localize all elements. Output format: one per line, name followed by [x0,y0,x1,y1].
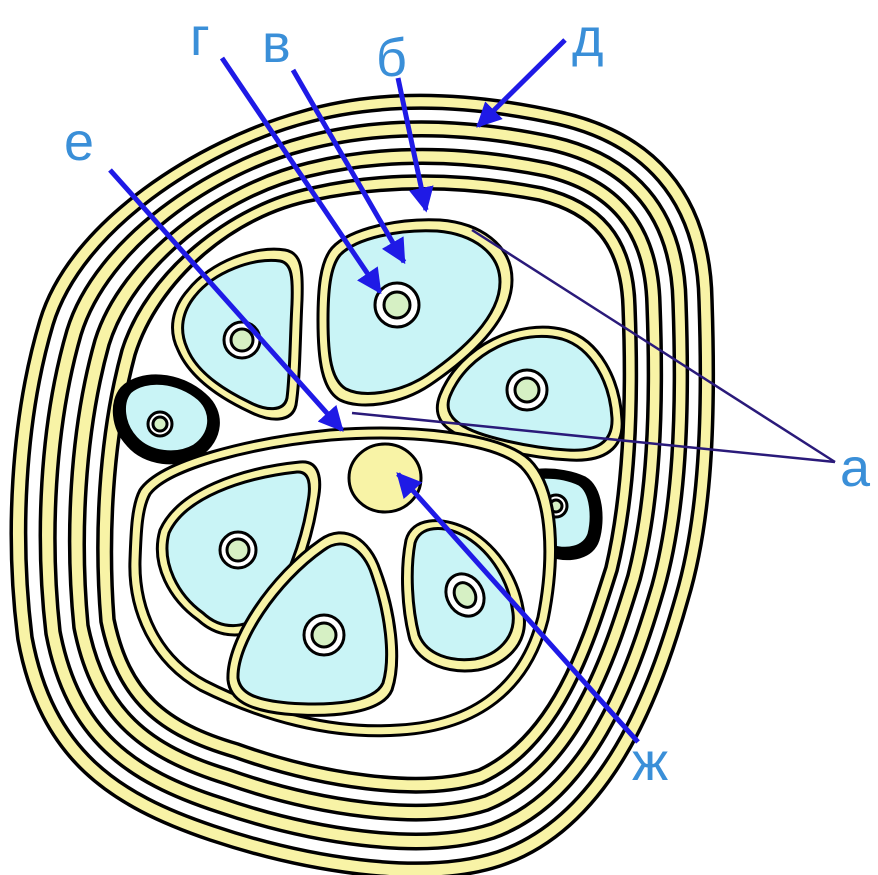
cell-lower-right [401,519,526,673]
cell-upper-center [316,218,514,407]
arrow-b [395,77,434,213]
small-cell-left [112,374,220,465]
label-b: б [376,28,407,88]
label-g: г [190,7,210,67]
cell-upper-left [171,247,304,421]
arrow-d [476,38,567,128]
cell-lower-center [226,531,399,717]
arrow-v [290,68,407,265]
label-zh: ж [632,732,668,792]
arrow-e [108,168,344,432]
arrow-zh [396,472,640,744]
label-v: в [262,14,291,74]
pointer-lines-a [351,228,836,464]
label-d: д [572,8,604,68]
label-a: а [840,438,871,498]
arrows [108,38,640,744]
arrow-g [219,56,383,295]
central-body [347,442,423,514]
label-e: е [64,112,94,172]
